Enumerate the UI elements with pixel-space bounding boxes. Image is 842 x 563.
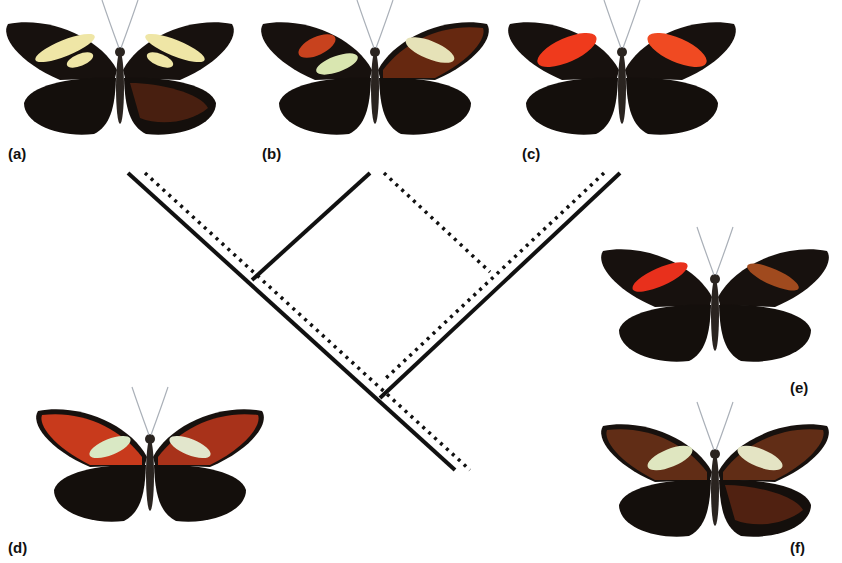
butterfly-e [601,227,829,362]
butterfly-d [36,387,264,522]
panel-label: (f) [790,540,805,555]
butterfly-f [601,402,829,537]
panel-label: (d) [8,540,27,555]
panel-label: (e) [790,380,808,395]
panel-label: (b) [262,146,281,161]
panel-label: (a) [8,146,26,161]
butterfly-c [508,0,736,135]
panel-label: (c) [522,146,540,161]
butterfly-a [6,0,234,135]
butterfly-b [261,0,489,135]
phylogeny-tree [128,173,620,470]
